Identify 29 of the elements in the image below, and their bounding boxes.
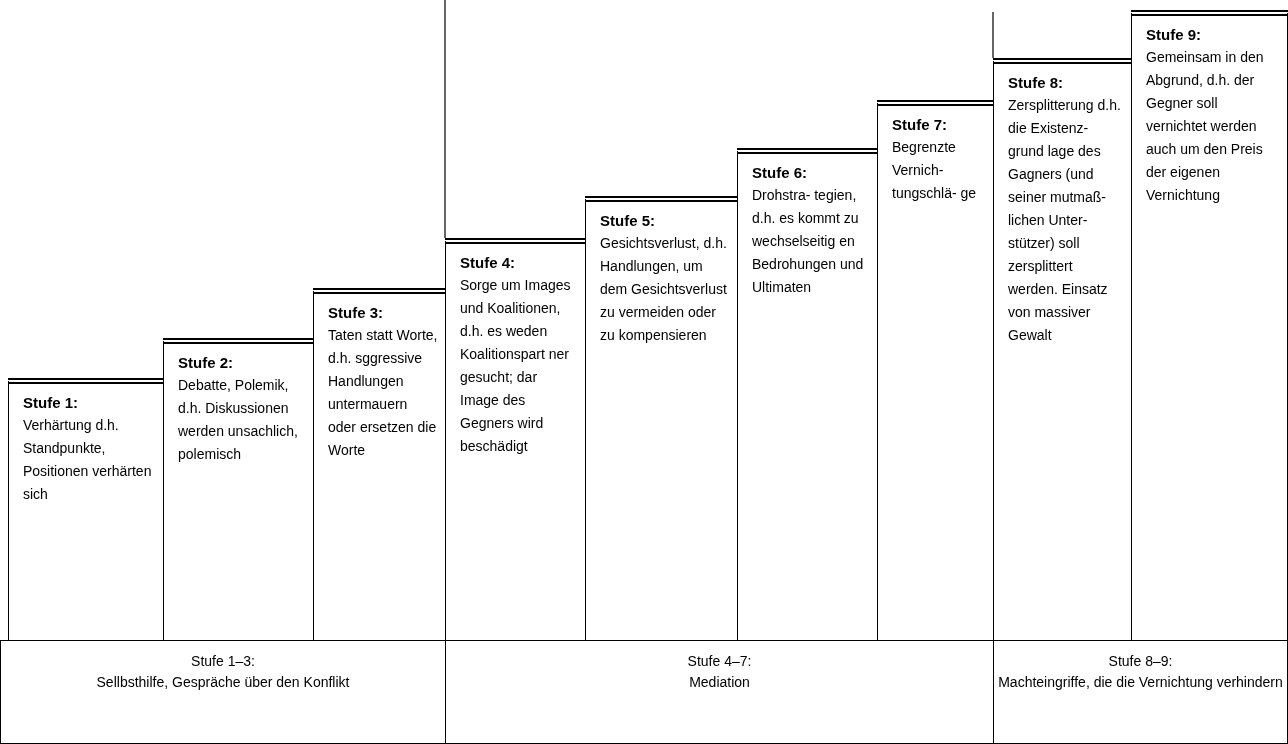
step-description: Debatte, Polemik, d.h. Diskussionen werden unsachlich, polemisch — [178, 376, 299, 464]
step-heading: Stufe 8: — [1008, 73, 1064, 93]
step-panel — [8, 378, 164, 640]
phase-cell — [0, 640, 446, 744]
step-heading: Stufe 6: — [752, 163, 808, 183]
phase-description: Sellbsthilfe, Gespräche über den Konflikt — [95, 673, 351, 692]
phase-cell — [445, 640, 994, 744]
phase-description: Mediation — [688, 673, 751, 692]
step-description: Zersplitterung d.h. die Existenz- grund lage des Gagners (und seiner mutmaß- lichen Unter- stützer) soll zersplittert werden. Einsatz von massiver Gewalt — [1008, 96, 1122, 345]
step-description: Begrenzte Vernich- tungschlä- ge — [892, 138, 978, 203]
step-description: Drohstra- tegien, d.h. es kommt zu wechselseitig en Bedrohungen und Ultimaten — [752, 186, 865, 297]
step-heading: Stufe 1: — [23, 393, 79, 413]
phase-cell — [993, 640, 1288, 744]
step-description: Sorge um Images und Koalitionen, d.h. es weden Koalitionspart ner gesucht; dar Image des Gegners wird beschädigt — [460, 276, 572, 456]
phase-heading: Stufe 8–9: — [1107, 652, 1174, 671]
step-description: Taten statt Worte, d.h. sggressive Handlungen untermauern oder ersetzen die Worte — [328, 326, 439, 460]
step-heading: Stufe 4: — [460, 253, 516, 273]
step-heading: Stufe 7: — [892, 115, 948, 135]
step-heading: Stufe 2: — [178, 353, 234, 373]
phase-heading: Stufe 1–3: — [190, 652, 256, 671]
step-description: Verhärtung d.h. Standpunkte, Positionen verhärten sich — [23, 416, 153, 504]
step-heading: Stufe 9: — [1146, 25, 1202, 45]
phase-description: Machteingriffe, die die Vernichtung verhindern — [997, 673, 1284, 692]
step-heading: Stufe 5: — [600, 211, 656, 231]
step-panel — [1131, 10, 1288, 640]
step-heading: Stufe 3: — [328, 303, 384, 323]
step-description: Gemeinsam in den Abgrund, d.h. der Gegner soll vernichtet werden auch um den Preis der eigenen Vernichtung — [1146, 48, 1265, 205]
phase-heading: Stufe 4–7: — [686, 652, 753, 671]
step-description: Gesichtsverlust, d.h. Handlungen, um dem Gesichtsverlust zu vermeiden oder zu kompensieren — [600, 234, 728, 345]
